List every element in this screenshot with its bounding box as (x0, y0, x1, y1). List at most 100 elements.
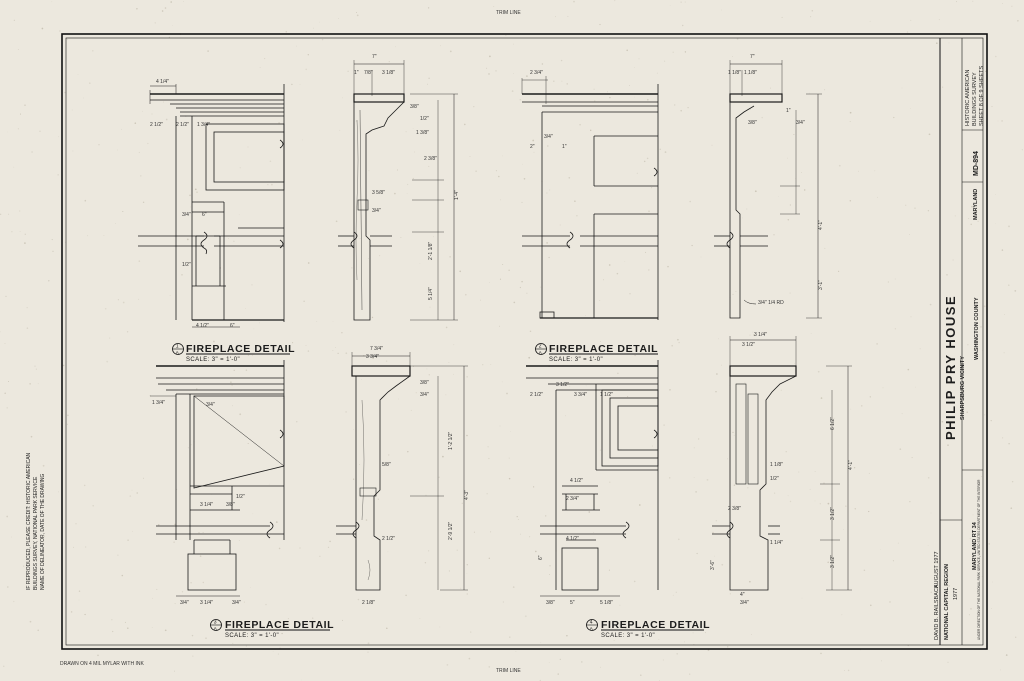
paper-speck (489, 55, 491, 58)
paper-speck (541, 63, 544, 65)
paper-speck (122, 301, 125, 304)
paper-speck (194, 188, 197, 191)
paper-speck (667, 265, 669, 268)
paper-speck (351, 267, 353, 269)
paper-speck (712, 531, 714, 534)
detail-2-elevation (521, 76, 659, 320)
paper-speck (490, 531, 492, 533)
paper-speck (881, 660, 882, 662)
paper-speck (521, 201, 523, 203)
paper-speck (863, 569, 866, 572)
paper-speck (529, 330, 532, 333)
side-credit-note: IF REPRODUCED, PLEASE CREDIT: HISTORIC A… (26, 452, 46, 590)
paper-speck (823, 482, 825, 484)
paper-speck (427, 83, 428, 85)
paper-speck (232, 405, 233, 407)
paper-speck (749, 580, 751, 583)
paper-speck (559, 224, 561, 226)
paper-speck (460, 587, 462, 589)
paper-speck (546, 192, 548, 194)
paper-speck (1021, 149, 1023, 151)
paper-speck (721, 364, 722, 366)
paper-speck (449, 50, 452, 53)
paper-speck (662, 659, 664, 661)
paper-speck (360, 378, 362, 380)
paper-speck (407, 450, 409, 453)
paper-speck (540, 286, 542, 288)
paper-speck (566, 350, 569, 352)
paper-speck (721, 9, 722, 11)
paper-speck (424, 561, 427, 564)
paper-speck (732, 56, 734, 58)
paper-speck (625, 628, 626, 630)
paper-speck (52, 250, 54, 252)
paper-speck (442, 455, 444, 458)
details-2-number: 3 (214, 620, 217, 626)
paper-speck (990, 607, 992, 609)
paper-speck (992, 581, 993, 583)
paper-speck (600, 341, 601, 342)
paper-speck (466, 564, 468, 566)
paper-speck (668, 477, 671, 479)
paper-speck (506, 392, 508, 395)
paper-speck (616, 272, 619, 275)
paper-speck (1002, 437, 1004, 439)
paper-speck (205, 637, 207, 639)
paper-speck (235, 346, 238, 348)
paper-speck (98, 143, 100, 146)
paper-speck (636, 172, 638, 174)
paper-speck (568, 176, 571, 179)
paper-speck (83, 97, 85, 99)
detail-1-section-dimension-labels: 7" 1" 7/8" 3 1/8" 3/8" 1/2" 1 3/8" 3 5/8… (354, 54, 460, 300)
paper-speck (488, 457, 490, 460)
paper-speck (164, 7, 167, 9)
dimensions-d1s-7: 3 5/8" (372, 190, 385, 196)
paper-speck (820, 652, 822, 655)
dimensions-d3s-5: 4'-3" (464, 490, 470, 500)
paper-speck (335, 220, 338, 223)
paper-speck (287, 618, 289, 620)
paper-speck (8, 213, 10, 215)
dimensions-d2s-5: 3/8" (748, 120, 757, 126)
paper-speck (51, 239, 53, 241)
agency-line-2: BUILDINGS SURVEY (972, 72, 978, 126)
paper-speck (820, 397, 823, 399)
paper-speck (511, 90, 514, 92)
paper-speck (396, 169, 398, 171)
paper-speck (66, 423, 68, 425)
paper-speck (526, 292, 528, 294)
paper-speck (359, 463, 361, 465)
paper-speck (854, 508, 857, 510)
paper-speck (138, 151, 140, 154)
detail-1-dimension-labels: 4 1/4" 2 1/2" 2 1/2" 1 3/4" 3/4" 6" 1/2"… (150, 79, 235, 329)
paper-speck (970, 608, 972, 610)
paper-speck (170, 1, 172, 3)
paper-speck (499, 278, 502, 280)
dimensions-d3s-3: 3/4" (420, 392, 429, 398)
dimensions-d2s-3: 1" (786, 108, 791, 114)
paper-speck (580, 661, 583, 663)
paper-speck (428, 374, 430, 376)
paper-speck (425, 494, 427, 496)
paper-speck (213, 340, 215, 343)
paper-speck (470, 631, 472, 633)
paper-speck (138, 260, 141, 262)
paper-speck (342, 97, 344, 99)
paper-speck (89, 82, 91, 84)
dimensions-d1s-12: 2'-1 1/8" (428, 241, 434, 260)
paper-speck (267, 639, 269, 641)
sheet-number: SHEET 8 OF 9 SHEETS (979, 66, 985, 126)
paper-speck (192, 655, 194, 657)
paper-speck (733, 484, 736, 486)
details-3-number: 4 (590, 620, 593, 626)
paper-speck (809, 92, 810, 94)
paper-speck (769, 87, 771, 89)
paper-speck (858, 170, 859, 172)
dimensions-d4s-9: 3 1/2" (830, 507, 836, 520)
paper-speck (814, 471, 816, 472)
paper-speck (202, 581, 205, 584)
paper-speck (412, 128, 414, 129)
paper-speck (501, 381, 503, 383)
paper-speck (1014, 290, 1017, 292)
paper-speck (643, 160, 646, 163)
